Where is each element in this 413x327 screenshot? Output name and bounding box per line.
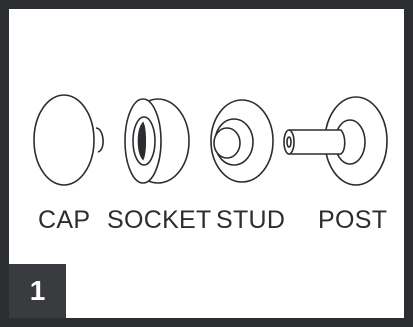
socket-label: SOCKET bbox=[107, 206, 212, 234]
cap-label: CAP bbox=[38, 206, 91, 234]
post-icon bbox=[283, 96, 388, 186]
stud-label: STUD bbox=[216, 206, 286, 234]
post-label: POST bbox=[318, 206, 388, 234]
socket-icon bbox=[124, 98, 190, 184]
cap-icon bbox=[33, 94, 104, 186]
step-number-badge: 1 bbox=[9, 264, 66, 318]
stud-icon bbox=[210, 99, 274, 183]
